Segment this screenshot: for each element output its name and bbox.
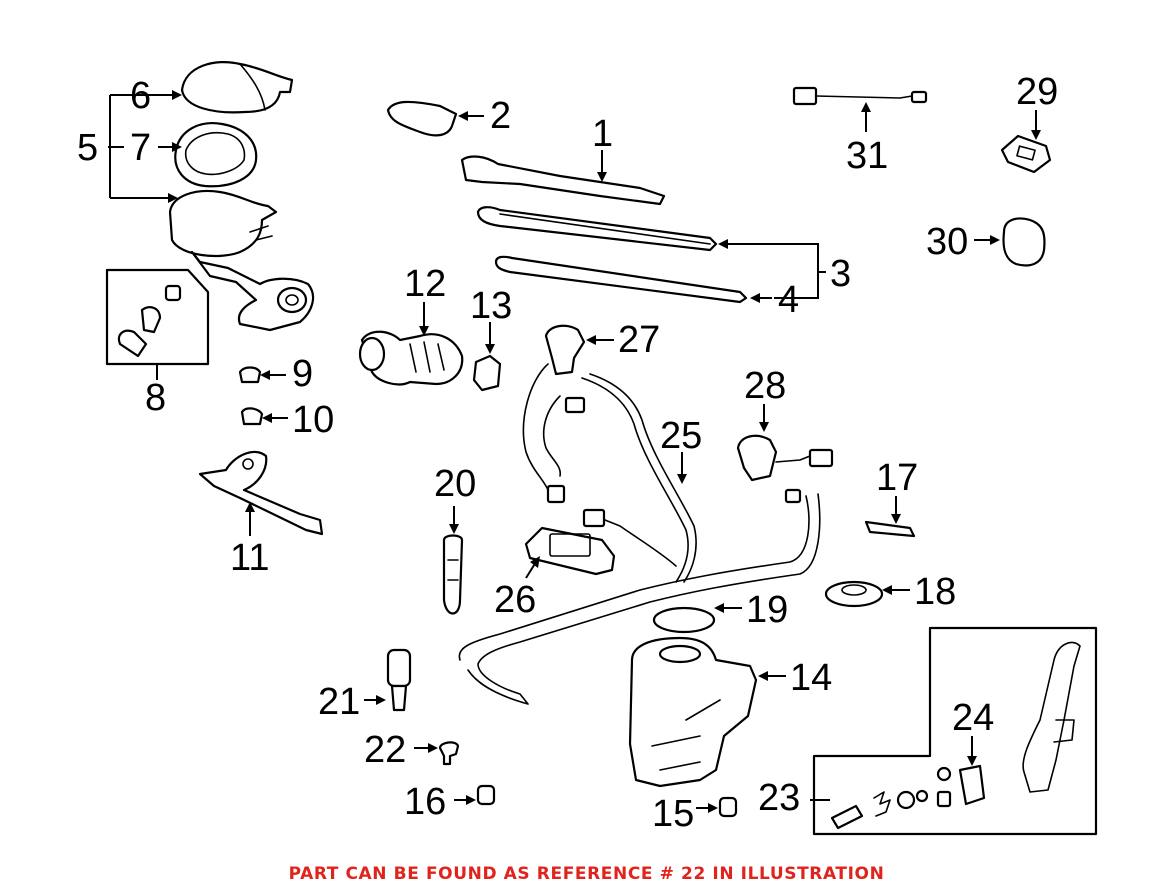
part-31-harness[interactable] xyxy=(792,86,928,106)
callout-22: 22 xyxy=(364,729,406,771)
part-12-wiper-motor[interactable] xyxy=(358,330,464,386)
callout-2: 2 xyxy=(490,95,511,137)
part-25-hose[interactable] xyxy=(458,363,821,705)
part-20[interactable] xyxy=(442,534,464,615)
part-27-nozzle[interactable] xyxy=(544,324,586,376)
callout-11: 11 xyxy=(230,537,269,579)
callout-6: 6 xyxy=(130,75,151,117)
callout-25: 25 xyxy=(660,415,702,457)
part-1-wiper-arm[interactable] xyxy=(460,155,666,206)
part-29[interactable] xyxy=(1000,134,1052,174)
part-18-grommet[interactable] xyxy=(824,580,884,608)
callout-9: 9 xyxy=(292,353,313,395)
callout-1: 1 xyxy=(592,113,613,155)
callout-26: 26 xyxy=(494,579,536,621)
part-16[interactable] xyxy=(476,784,496,806)
callout-5-bracket xyxy=(108,90,182,203)
callout-13: 13 xyxy=(470,285,512,327)
part-21-pump[interactable] xyxy=(386,648,412,712)
part-22[interactable] xyxy=(438,741,460,766)
callout-12: 12 xyxy=(404,263,446,305)
part-11-bracket[interactable] xyxy=(198,450,324,536)
callout-8: 8 xyxy=(145,377,166,419)
part-8-kit[interactable] xyxy=(105,268,210,366)
part-2-cap[interactable] xyxy=(386,100,458,137)
part-23-kit[interactable] xyxy=(812,626,1098,836)
callout-20: 20 xyxy=(434,463,476,505)
part-5-motor-arm[interactable] xyxy=(168,189,315,332)
part-3-wiper-blade[interactable] xyxy=(476,206,718,252)
part-15[interactable] xyxy=(718,796,738,818)
callout-10: 10 xyxy=(292,399,334,441)
callout-31: 31 xyxy=(846,135,888,177)
callout-15: 15 xyxy=(652,793,694,835)
part-9[interactable] xyxy=(238,366,262,384)
part-13-clip[interactable] xyxy=(472,354,502,392)
part-28[interactable] xyxy=(736,434,834,482)
callout-27: 27 xyxy=(618,319,660,361)
callout-29: 29 xyxy=(1016,71,1058,113)
callout-30: 30 xyxy=(926,221,968,263)
callout-3: 3 xyxy=(830,253,851,295)
part-10[interactable] xyxy=(240,407,264,426)
part-6-cover[interactable] xyxy=(180,60,294,114)
reference-caption: PART CAN BE FOUND AS REFERENCE # 22 IN I… xyxy=(288,864,885,884)
callout-24: 24 xyxy=(952,697,994,739)
part-4-blade-insert[interactable] xyxy=(494,255,748,304)
callout-23: 23 xyxy=(758,777,800,819)
part-14-reservoir[interactable] xyxy=(628,636,758,788)
callout-16: 16 xyxy=(404,781,446,823)
callout-28: 28 xyxy=(744,365,786,407)
callout-19: 19 xyxy=(746,589,788,631)
part-19-cap[interactable] xyxy=(652,606,716,634)
part-30[interactable] xyxy=(1002,217,1046,267)
callout-14: 14 xyxy=(790,657,832,699)
callout-21: 21 xyxy=(318,681,360,723)
callout-5: 5 xyxy=(77,127,98,169)
callout-4: 4 xyxy=(778,279,799,321)
part-7-cover[interactable] xyxy=(174,122,258,188)
callout-18: 18 xyxy=(914,571,956,613)
part-17[interactable] xyxy=(864,520,916,538)
part-26[interactable] xyxy=(524,526,616,576)
callout-7: 7 xyxy=(130,127,151,169)
callout-17: 17 xyxy=(876,457,918,499)
